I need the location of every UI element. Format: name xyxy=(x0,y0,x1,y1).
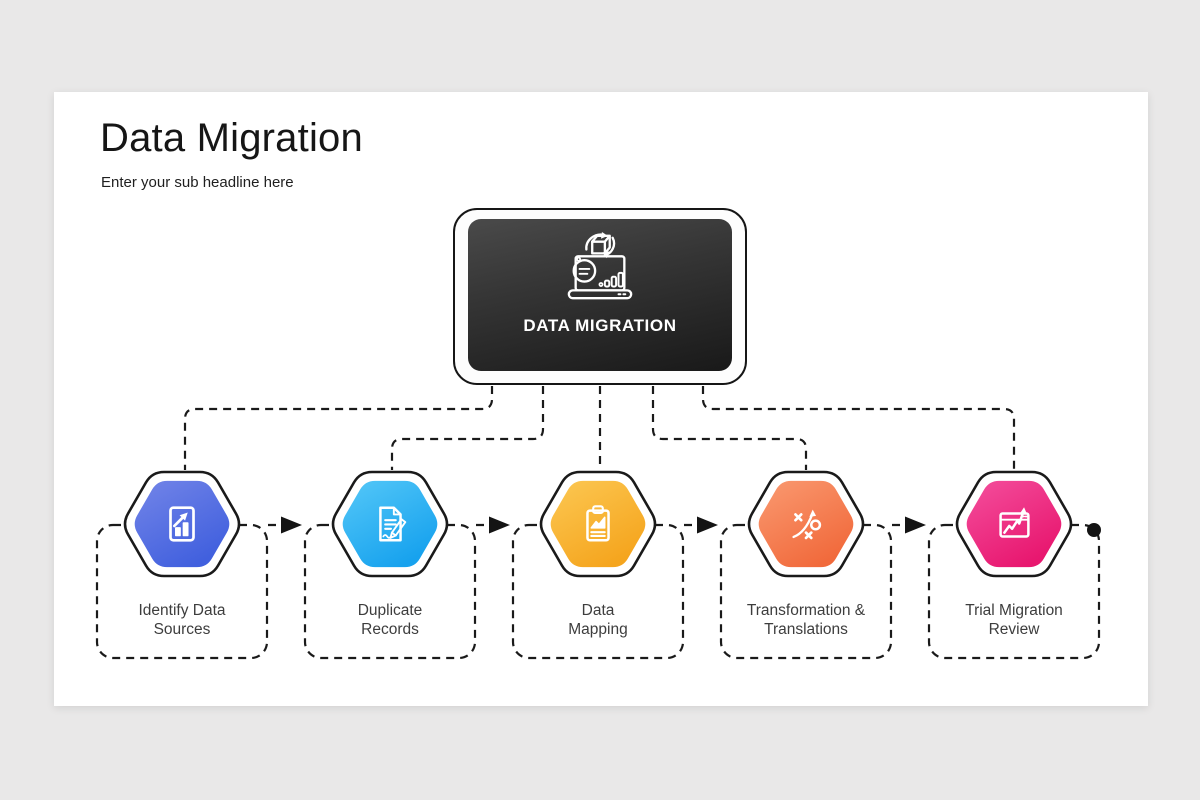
center-node-label: DATA MIGRATION xyxy=(523,316,677,335)
label-line: Review xyxy=(988,621,1040,638)
report-chart-icon xyxy=(169,506,195,542)
label-line: Duplicate xyxy=(357,602,423,619)
label-line: Sources xyxy=(153,621,211,638)
page-title: Data Migration xyxy=(100,116,363,160)
node-label-trial-migration-review: Trial Migration Review xyxy=(929,601,1099,639)
data-migration-laptop-icon xyxy=(567,231,633,300)
node-duplicate-records xyxy=(325,466,455,582)
page-subtitle: Enter your sub headline here xyxy=(101,174,294,191)
center-node-panel: DATA MIGRATION xyxy=(468,219,732,371)
label-line: Data xyxy=(581,602,615,619)
label-line: Translations xyxy=(764,621,848,638)
node-label-identify-data-sources: Identify Data Sources xyxy=(97,601,267,639)
hexagon-shape xyxy=(123,470,241,578)
node-transformation-translations xyxy=(741,466,871,582)
clipboard-chart-icon xyxy=(586,505,610,542)
label-line: Mapping xyxy=(568,621,628,638)
label-line: Trial Migration xyxy=(965,602,1063,619)
node-data-mapping xyxy=(533,466,663,582)
document-pen-icon xyxy=(379,506,407,542)
strategy-icon xyxy=(792,509,822,540)
label-line: Transformation & xyxy=(746,602,866,619)
center-node: DATA MIGRATION xyxy=(453,208,747,385)
node-label-duplicate-records: Duplicate Records xyxy=(305,601,475,639)
node-identify-data-sources xyxy=(117,466,247,582)
label-line: Records xyxy=(361,621,419,638)
node-label-data-mapping: Data Mapping xyxy=(513,601,683,639)
hexagon-shape xyxy=(747,470,865,578)
node-trial-migration-review xyxy=(949,466,1079,582)
node-label-transformation-translations: Transformation & Translations xyxy=(721,601,891,639)
label-line: Identify Data xyxy=(138,602,226,619)
growth-chart-icon xyxy=(999,507,1030,538)
